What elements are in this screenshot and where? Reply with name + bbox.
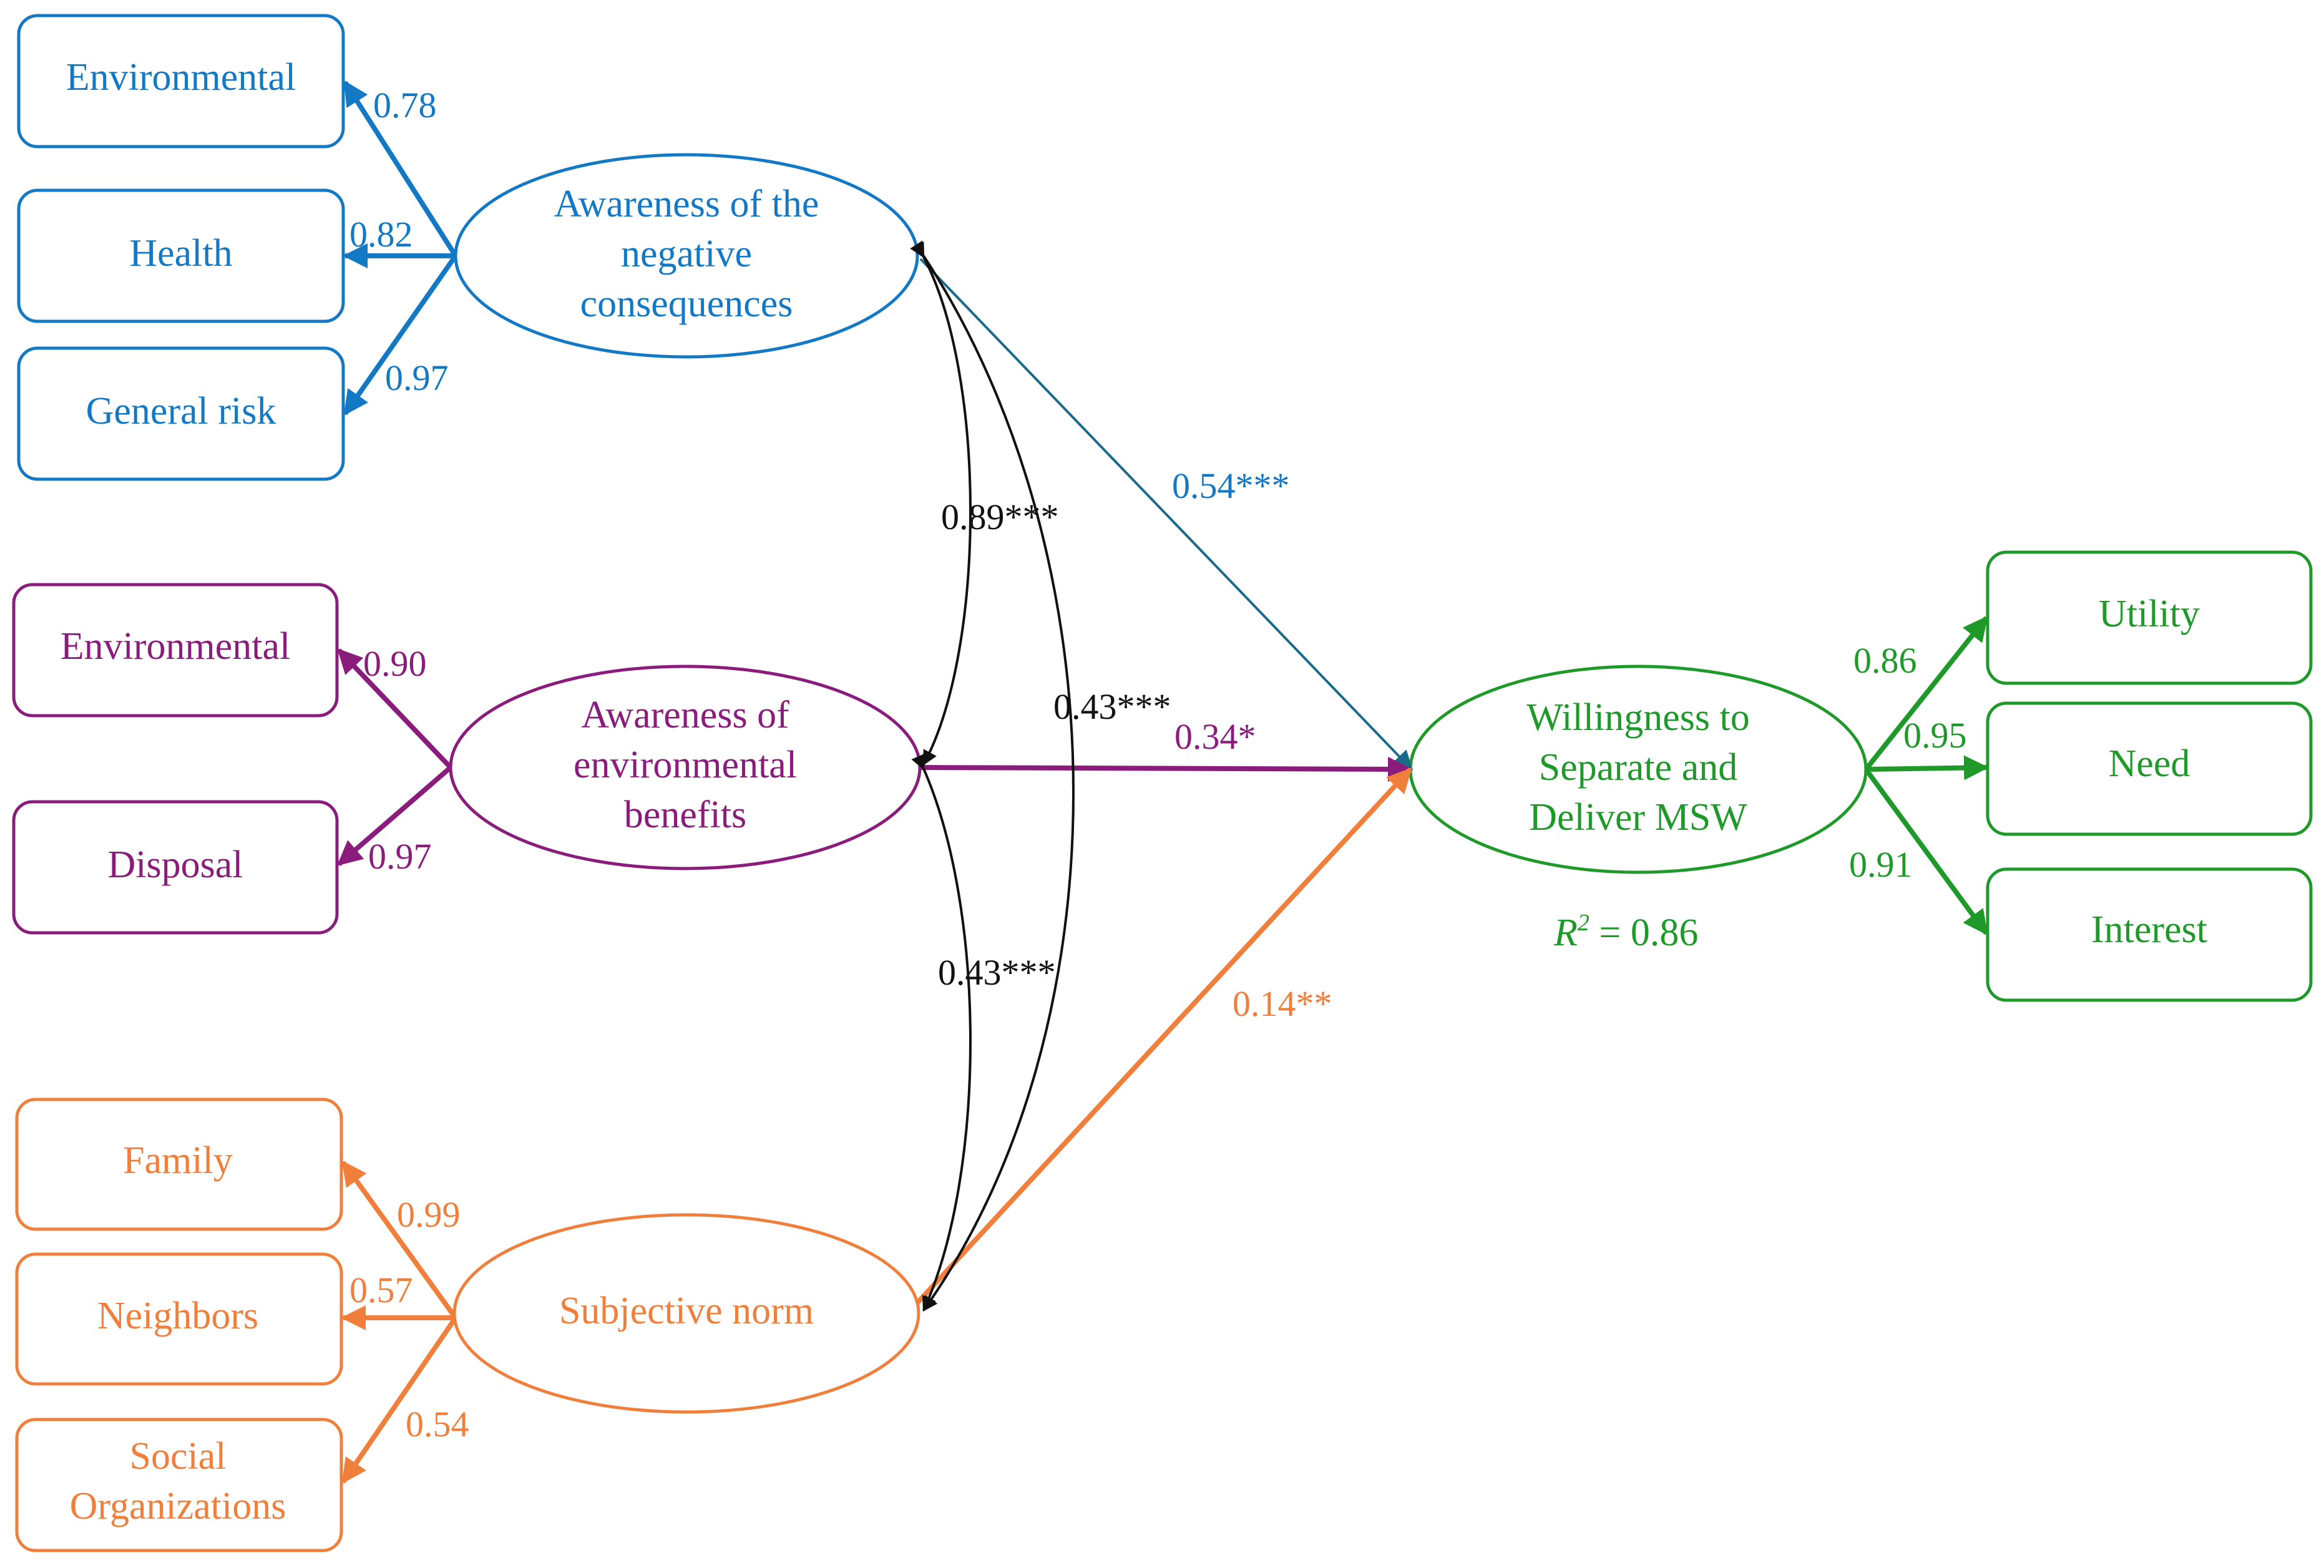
indicator-label-benefits-environmental: Environmental: [61, 625, 290, 668]
latent-label-willingness-line2: Separate and: [1539, 746, 1737, 789]
path-arrow-benefits-to-willingness: [919, 756, 1413, 782]
latent-label-negative-line1: Awareness of the: [554, 183, 819, 225]
loading-value-disposal: 0.97: [368, 836, 432, 877]
indicator-label-need: Need: [2109, 743, 2190, 785]
latent-label-negative-line3: consequences: [580, 283, 793, 325]
loading-arrow-family: [341, 1160, 458, 1320]
loading-arrow-negative-environmental: [343, 80, 458, 258]
path-arrow-negative-to-willingness: [919, 258, 1413, 771]
indicator-box-benefits-environmental: [12, 583, 339, 718]
loading-value-social-organizations: 0.54: [406, 1404, 469, 1444]
loading-arrow-utility: [1863, 615, 1989, 771]
loading-value-need: 0.95: [1903, 715, 1967, 756]
loading-value-interest: 0.91: [1849, 844, 1913, 885]
group-negative-consequences: Environmental Health General risk 0.78 0…: [17, 14, 919, 481]
loading-arrow-disposal: [336, 765, 452, 867]
indicator-label-social-organizations-line2: Organizations: [70, 1485, 286, 1527]
loading-value-health: 0.82: [349, 214, 413, 255]
indicator-box-disposal: [12, 800, 339, 935]
indicator-label-interest: Interest: [2091, 908, 2207, 951]
indicator-label-social-organizations-line1: Social: [130, 1435, 227, 1478]
indicator-box-social-organizations: [15, 1418, 343, 1552]
loading-arrow-interest: [1863, 767, 1989, 936]
correlation-arrow-negative-benefits-curve: [911, 241, 972, 766]
indicator-label-health: Health: [129, 232, 232, 275]
group-subjective-norm: Family Neighbors Social Organizations 0.…: [15, 1098, 920, 1552]
path-arrow-norm-to-willingness: [915, 767, 1412, 1305]
loading-arrow-social-organizations: [341, 1316, 458, 1484]
loading-value-family: 0.99: [397, 1194, 461, 1235]
correlation-value-benefits-norm: 0.43***: [938, 952, 1056, 993]
loading-value-general-risk: 0.97: [385, 358, 449, 398]
path-value-benefits: 0.34*: [1174, 716, 1256, 757]
indicator-box-general-risk: [17, 346, 345, 481]
latent-label-benefits-line3: benefits: [624, 794, 746, 836]
indicator-box-negative-environmental: [17, 14, 345, 149]
correlation-arrow-negative-norm: [910, 240, 1075, 1312]
indicator-label-negative-environmental: Environmental: [66, 56, 296, 99]
loading-value-neighbors: 0.57: [349, 1270, 413, 1310]
indicator-box-family: [15, 1098, 343, 1231]
group-environmental-benefits: Environmental Disposal 0.90 0.97 Awarene…: [12, 583, 922, 935]
indicator-label-general-risk: General risk: [86, 390, 276, 432]
indicator-label-disposal: Disposal: [108, 844, 243, 886]
r-squared-symbol: R: [1553, 912, 1578, 954]
loading-value-benefits-environmental: 0.90: [363, 643, 427, 684]
loading-value-utility: 0.86: [1853, 640, 1917, 681]
indicator-label-family: Family: [123, 1139, 233, 1182]
r-squared-superscript: 2: [1578, 910, 1589, 936]
loading-arrow-need: [1865, 755, 1989, 781]
latent-subjective-norm: [452, 1213, 920, 1414]
latent-label-benefits-line1: Awareness of: [581, 694, 789, 736]
r-squared-label: R2 = 0.86: [1553, 910, 1698, 954]
loading-arrow-benefits-environmental: [337, 648, 452, 769]
latent-label-negative-line2: negative: [621, 233, 752, 275]
loading-arrow-general-risk: [343, 254, 458, 416]
indicator-label-neighbors: Neighbors: [97, 1295, 258, 1337]
path-value-negative: 0.54***: [1172, 465, 1290, 506]
correlation-value-negative-benefits: 0.89***: [941, 497, 1059, 537]
correlation-arrow-benefits-norm: [911, 753, 972, 1312]
loading-value-negative-environmental: 0.78: [373, 85, 437, 125]
indicator-label-utility: Utility: [2099, 593, 2200, 635]
latent-label-willingness-line1: Willingness to: [1526, 696, 1749, 739]
path-value-norm: 0.14**: [1233, 983, 1332, 1024]
correlation-value-negative-norm: 0.43***: [1053, 686, 1171, 727]
latent-label-norm: Subjective norm: [559, 1290, 814, 1332]
latent-label-benefits-line2: environmental: [574, 744, 797, 786]
latent-label-willingness-line3: Deliver MSW: [1529, 796, 1747, 839]
r-squared-value: = 0.86: [1589, 912, 1698, 954]
group-willingness: Willingness to Separate and Deliver MSW …: [1409, 550, 2313, 1002]
